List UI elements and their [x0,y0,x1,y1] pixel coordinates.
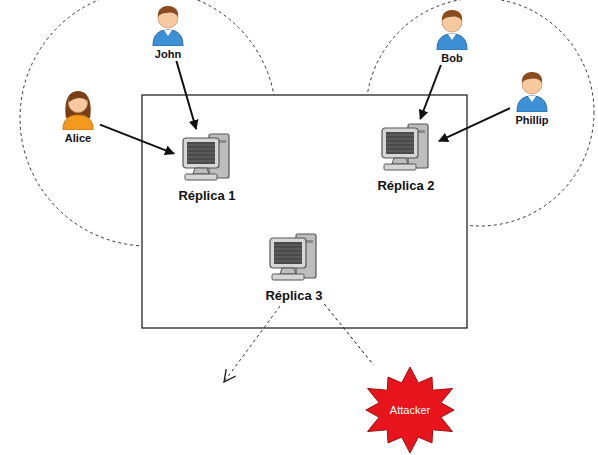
replica-node: Réplica 2 [374,120,438,193]
node-label: Réplica 1 [175,188,239,203]
attacker-star: Attacker [360,366,460,454]
person-m-icon [434,8,470,50]
replica-node: Réplica 3 [262,230,326,303]
star-text-box: Attacker [360,366,460,454]
outgoing-dashed-arrow [224,306,280,382]
request-arrow [439,108,510,141]
person-m-icon [150,4,186,46]
computer-icon [266,230,322,286]
request-arrow [176,61,196,129]
node-label: Bob [431,52,473,64]
node-label: John [147,48,189,60]
star-outline [366,367,454,453]
attack-link [324,304,373,365]
person-f-icon [60,88,96,130]
computer-icon [378,120,434,176]
replica-group-box [142,95,467,328]
replica-node: Réplica 1 [175,130,239,203]
node-label: Réplica 3 [262,288,326,303]
user-node: Alice [57,88,99,144]
node-label: Réplica 2 [374,178,438,193]
node-label: Attacker [390,404,430,416]
person-m-icon [514,70,550,112]
user-node: John [147,4,189,60]
user-node: Bob [431,8,473,64]
node-label: Alice [57,132,99,144]
request-arrow [420,65,441,119]
user-node: Phillip [511,70,553,126]
computer-icon [179,130,235,186]
node-label: Phillip [511,114,553,126]
request-arrow [100,125,174,154]
